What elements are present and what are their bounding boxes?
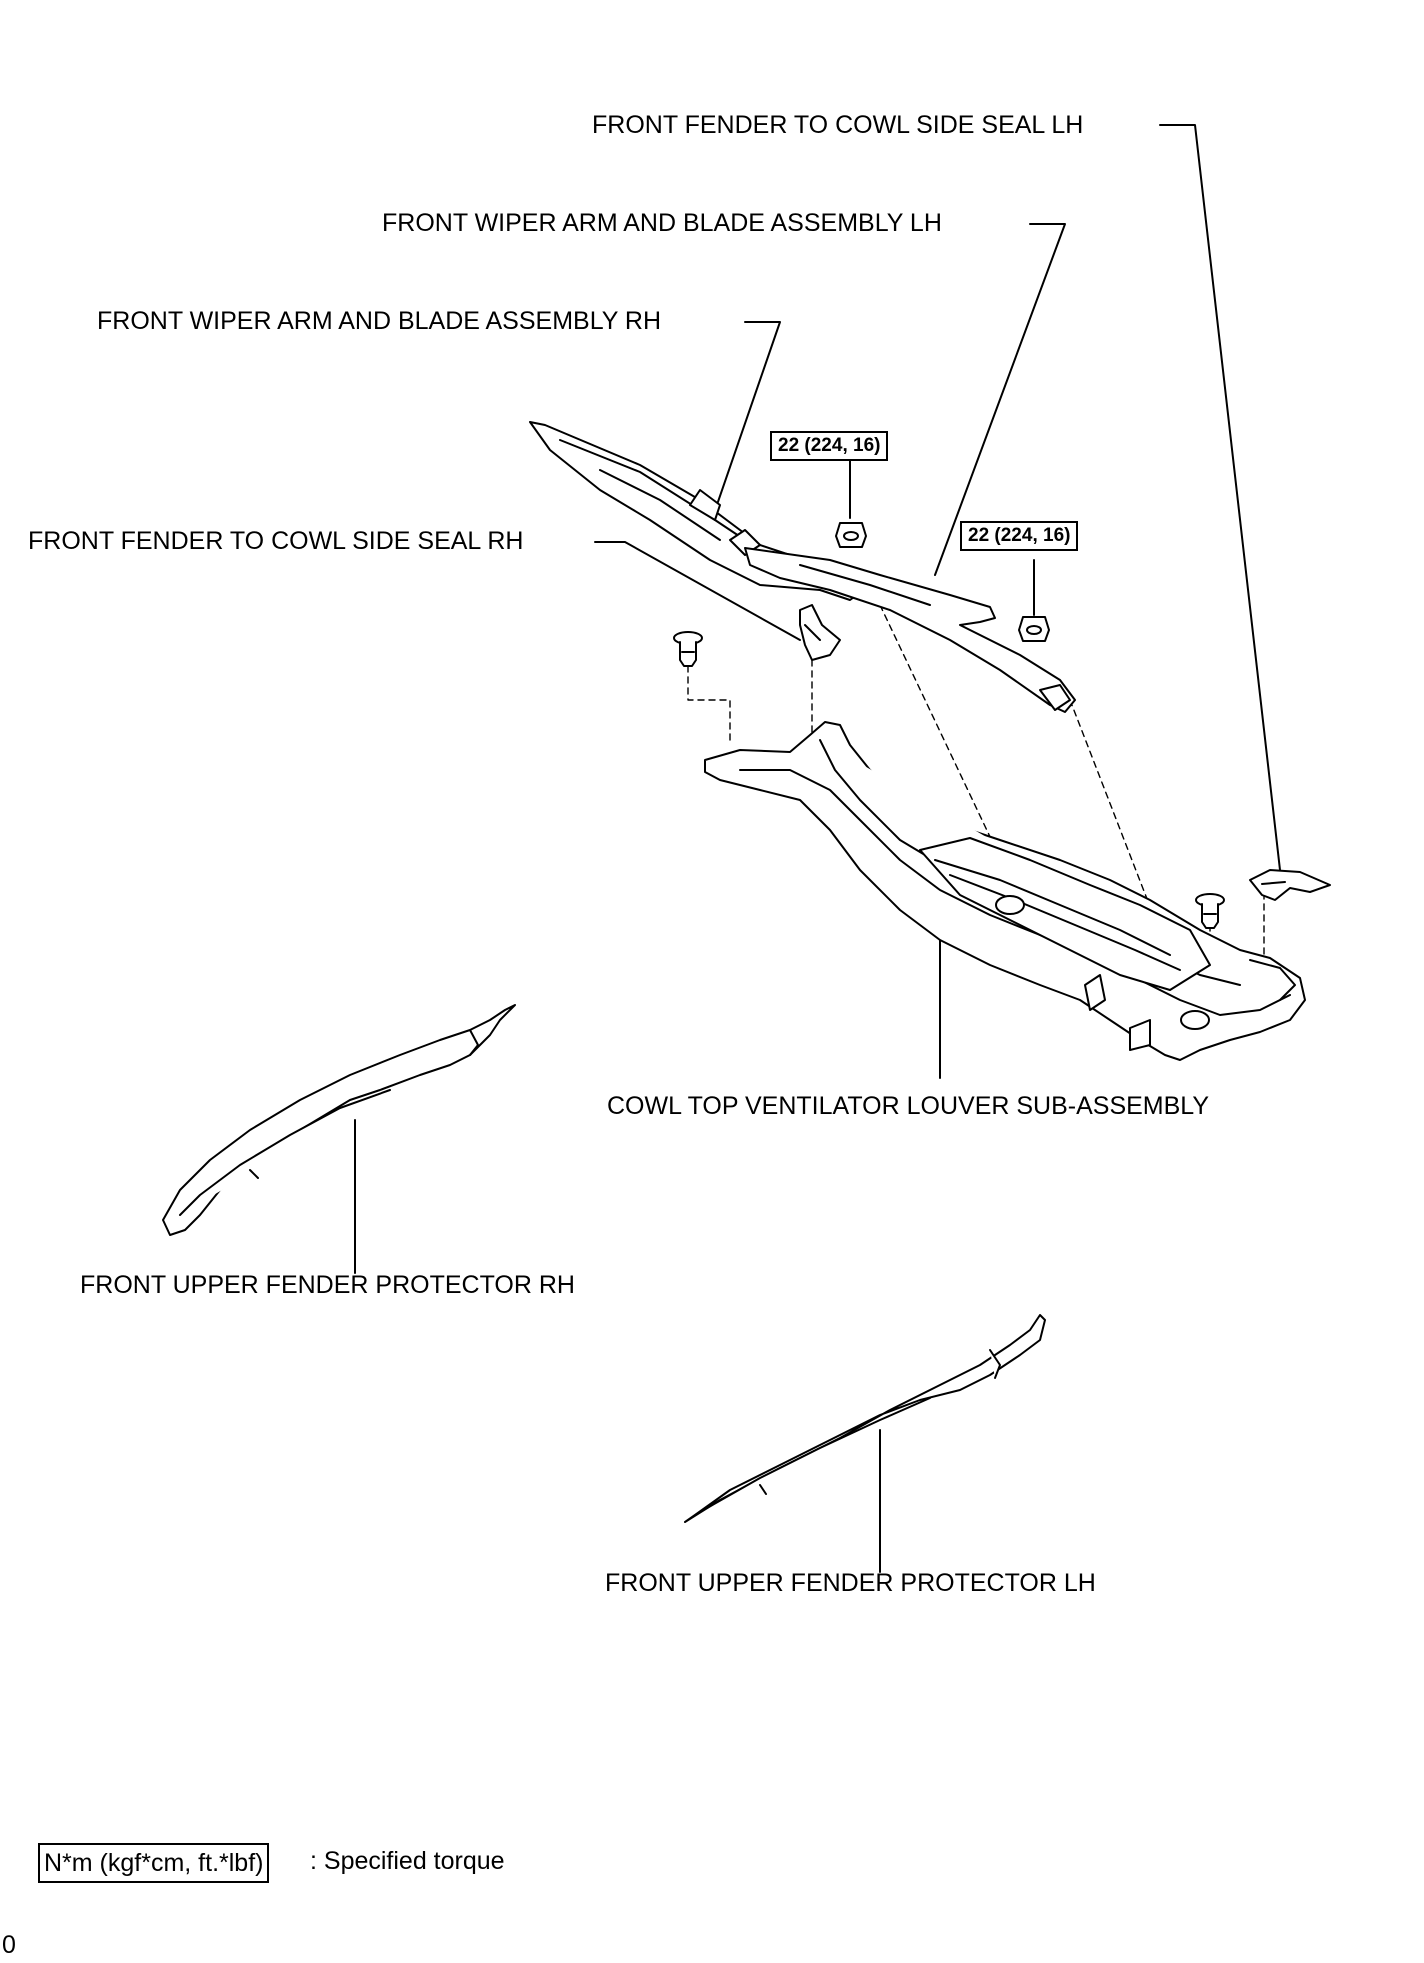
torque-callout-nut-lh: 22 (224, 16): [960, 521, 1079, 551]
label-cowl-louver: COWL TOP VENTILATOR LOUVER SUB-ASSEMBLY: [607, 1092, 1210, 1120]
side-seal-lh-shape: [1249, 869, 1331, 901]
torque-callout-nut-rh: 22 (224, 16): [770, 431, 889, 461]
clip-rh-shape: [673, 631, 703, 667]
cowl-louver-shape: [704, 721, 1306, 1061]
label-seal-lh: FRONT FENDER TO COWL SIDE SEAL LH: [592, 111, 1084, 139]
clip-lh-shape: [1195, 893, 1225, 929]
corner-mark: 0: [2, 1931, 16, 1959]
side-seal-rh-shape: [799, 604, 841, 661]
label-seal-rh: FRONT FENDER TO COWL SIDE SEAL RH: [28, 527, 524, 555]
fender-protector-rh-shape: [162, 1004, 516, 1236]
label-wiper-rh: FRONT WIPER ARM AND BLADE ASSEMBLY RH: [97, 307, 662, 335]
wiper-arm-lh-shape: [744, 547, 1076, 713]
nut-rh-shape: [835, 522, 867, 548]
label-protector-lh: FRONT UPPER FENDER PROTECTOR LH: [605, 1569, 1096, 1597]
label-wiper-lh: FRONT WIPER ARM AND BLADE ASSEMBLY LH: [382, 209, 942, 237]
legend-torque-box: N*m (kgf*cm, ft.*lbf): [38, 1843, 270, 1883]
leader-lines: [354, 124, 1281, 1573]
legend-description: : Specified torque: [310, 1847, 505, 1875]
nut-lh-shape: [1018, 616, 1050, 642]
fender-protector-lh-shape: [684, 1314, 1046, 1523]
label-protector-rh: FRONT UPPER FENDER PROTECTOR RH: [80, 1271, 575, 1299]
